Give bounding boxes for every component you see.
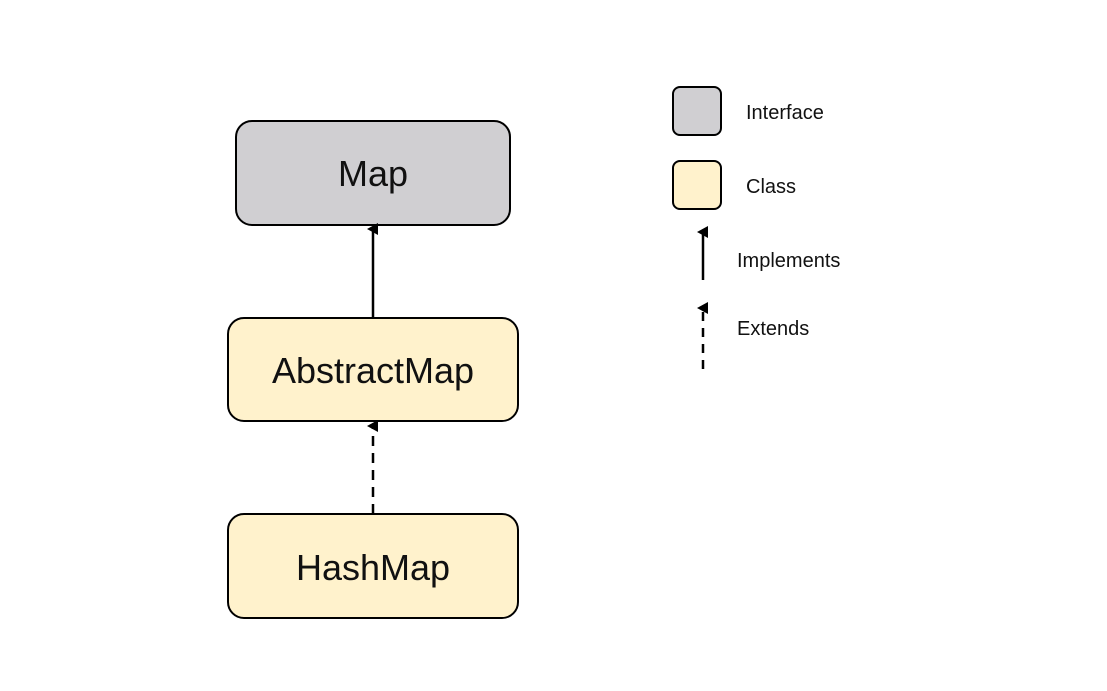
legend-extends-label: Extends [737, 318, 809, 340]
legend-interface-swatch [672, 86, 722, 136]
legend: Interface Class Implements Extends [672, 86, 840, 369]
map-label: Map [338, 153, 408, 194]
node-map: Map [235, 120, 511, 226]
abstract-map-label: AbstractMap [272, 350, 474, 391]
legend-implements-label: Implements [737, 250, 840, 272]
legend-class-swatch [672, 160, 722, 210]
legend-interface-label: Interface [746, 102, 824, 124]
node-abstract-map: AbstractMap [227, 317, 519, 422]
node-hash-map: HashMap [227, 513, 519, 619]
hash-map-label: HashMap [296, 547, 450, 588]
hash-map-box [227, 513, 519, 619]
legend-class-label: Class [746, 176, 796, 198]
